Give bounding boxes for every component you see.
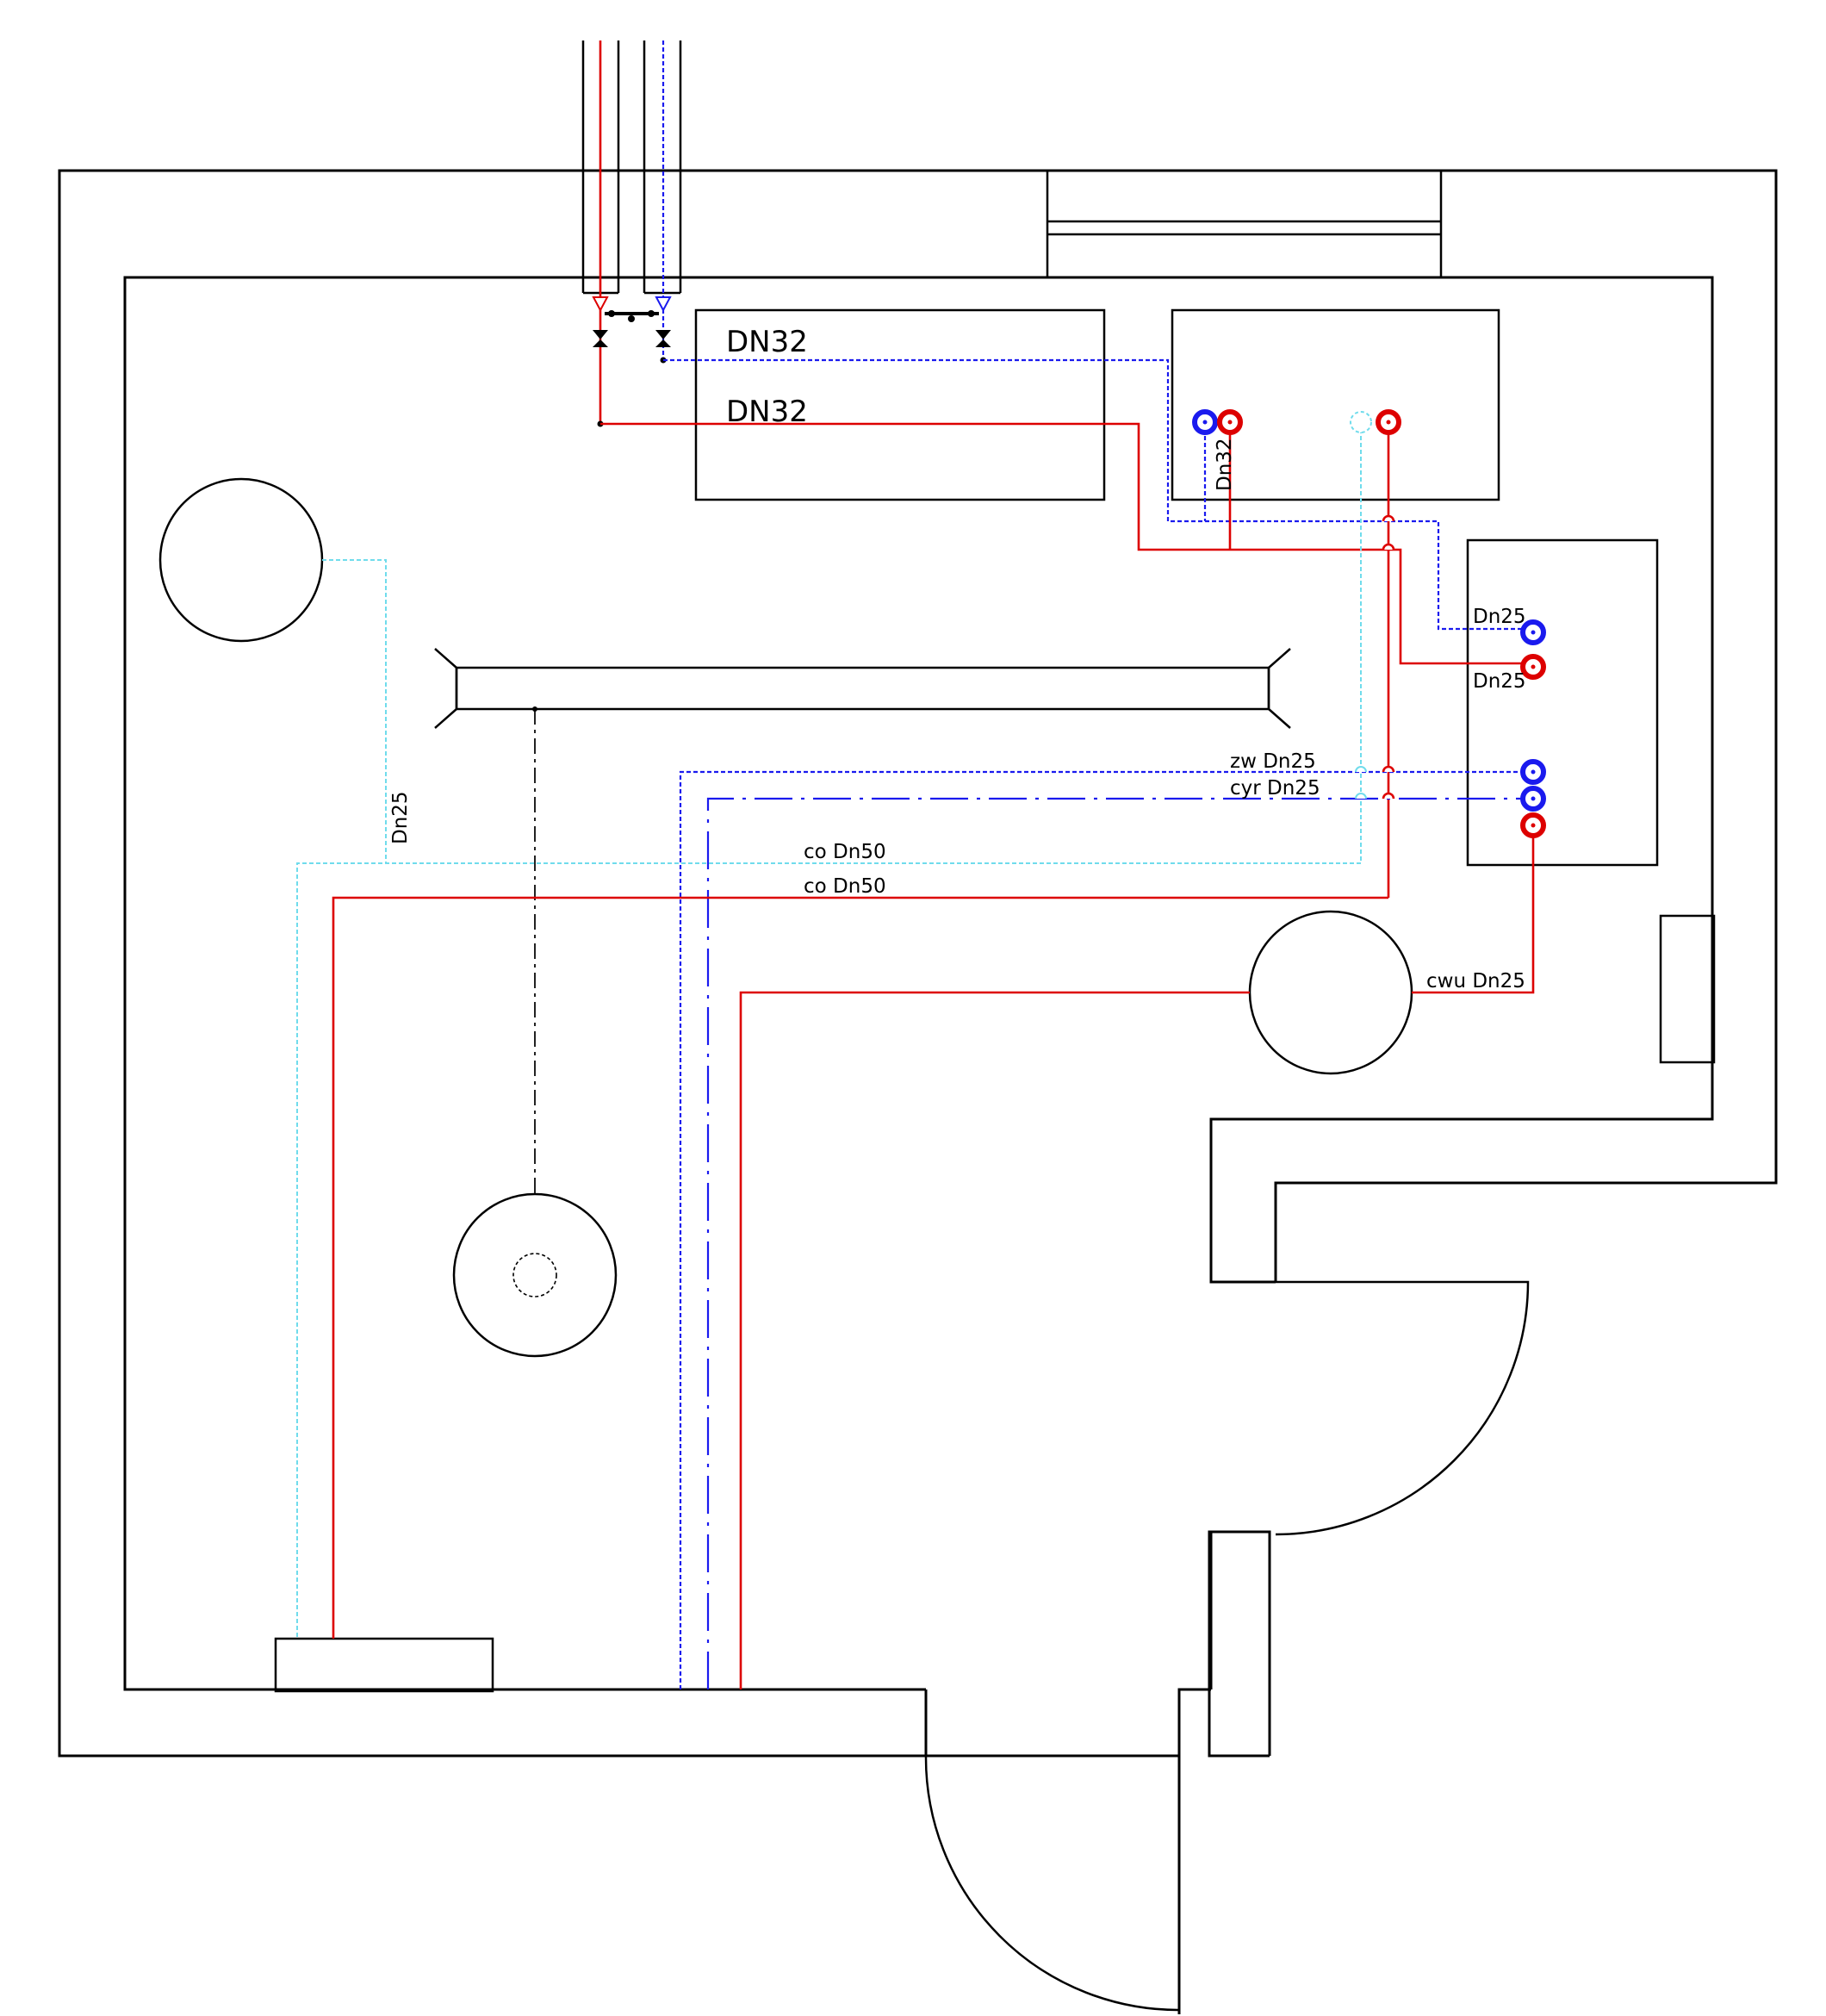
pipe-co-dn50-supply bbox=[332, 896, 1388, 1639]
door-swing-bottom bbox=[924, 1755, 1181, 2014]
label-riser-dn32: Dn32 bbox=[1214, 438, 1236, 491]
label-cyr-dn25: cyr Dn25 bbox=[1230, 777, 1320, 800]
pipe-cwu-feed bbox=[739, 991, 1250, 1689]
pipe-return-dn32-hot bbox=[600, 422, 1533, 665]
label-co-supply-dn50: co Dn50 bbox=[804, 875, 886, 898]
port-boiler-cold bbox=[1520, 619, 1546, 645]
equipment-box-right bbox=[1171, 308, 1500, 501]
outer-wall bbox=[58, 169, 1778, 1758]
wall-niche bbox=[1659, 914, 1716, 1064]
pipe-vertical-dn25 bbox=[322, 559, 387, 863]
pipe-supply-dn32-cold bbox=[663, 358, 1533, 631]
port-hot-box-2 bbox=[1376, 409, 1401, 435]
pipe-cyr-dn25 bbox=[706, 797, 1533, 1689]
pipe-crossing-hops bbox=[1355, 514, 1395, 800]
port-cyr bbox=[1520, 786, 1546, 812]
pipe-co-dn50-aux bbox=[296, 862, 1361, 1639]
overhead-beam bbox=[434, 648, 1291, 729]
riser-shafts bbox=[581, 40, 682, 295]
inner-wall bbox=[123, 276, 1714, 2014]
port-aux-box bbox=[1350, 411, 1372, 433]
port-hot-box bbox=[1217, 409, 1243, 435]
boiler-unit bbox=[1466, 538, 1659, 867]
label-return-dn32: DN32 bbox=[726, 395, 808, 429]
pipe-cwu-dn25 bbox=[1412, 825, 1535, 994]
radiator bbox=[274, 1637, 494, 1693]
port-cwu bbox=[1520, 812, 1546, 838]
riser-cold-arrow bbox=[655, 296, 672, 313]
tank-circle-left bbox=[158, 477, 324, 643]
label-co-return-dn50: co Dn50 bbox=[804, 841, 886, 863]
label-zw-dn25: zw Dn25 bbox=[1230, 750, 1316, 773]
label-vertical-dn25: Dn25 bbox=[389, 791, 412, 844]
equipment-box-left bbox=[694, 308, 1106, 501]
riser-hot-arrow bbox=[592, 296, 609, 313]
port-cold-box bbox=[1192, 409, 1218, 435]
shutoff-valve-hot bbox=[593, 330, 608, 347]
pipe-zw-dn25 bbox=[679, 770, 1533, 1689]
beam-axis-node bbox=[532, 706, 537, 712]
label-boiler-hot-dn25: Dn25 bbox=[1473, 670, 1526, 693]
window bbox=[1046, 171, 1443, 277]
bypass-connection bbox=[605, 310, 659, 322]
port-boiler-hot bbox=[1520, 654, 1546, 680]
floor-drain bbox=[452, 1192, 618, 1358]
label-supply-dn32: DN32 bbox=[726, 325, 808, 359]
shutoff-valve-cold bbox=[655, 330, 671, 347]
label-cwu-dn25: cwu Dn25 bbox=[1426, 970, 1525, 992]
door-swing-right bbox=[1275, 1280, 1530, 1536]
label-boiler-cold-dn25: Dn25 bbox=[1473, 606, 1526, 628]
port-zw bbox=[1520, 759, 1546, 785]
tank-circle-right bbox=[1248, 910, 1413, 1075]
